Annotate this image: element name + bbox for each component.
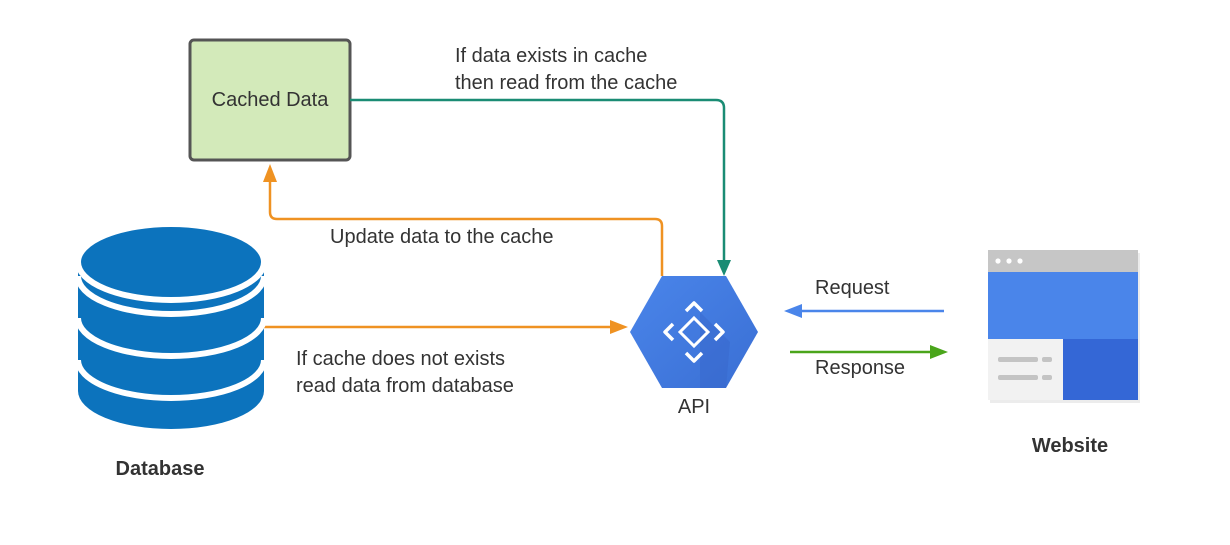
cache-to-api-label-1: If data exists in cache: [455, 45, 647, 67]
response-label: Response: [815, 357, 905, 379]
edge-api-to-cache: Update data to the cache: [263, 164, 664, 276]
website-label: Website: [1032, 435, 1108, 457]
cache-node: Cached Data: [188, 38, 352, 162]
website-icon: [988, 250, 1140, 403]
edge-db-to-api: If cache does not exists read data from …: [264, 320, 628, 397]
edge-request: Request: [784, 277, 944, 318]
cache-label: Cached Data: [212, 89, 330, 111]
api-to-cache-label: Update data to the cache: [330, 226, 554, 248]
api-node: [630, 276, 758, 388]
db-to-api-label-1: If cache does not exists: [296, 348, 505, 370]
arrowhead-icon: [930, 345, 948, 359]
database-label: Database: [116, 458, 205, 480]
db-to-api-label-2: read data from database: [296, 375, 514, 397]
edge-cache-to-api: If data exists in cache then read from t…: [350, 45, 731, 276]
edge-response: Response: [790, 345, 948, 379]
arrowhead-icon: [610, 320, 628, 334]
arrowhead-icon: [784, 304, 802, 318]
api-icon: [630, 276, 758, 388]
arrowhead-icon: [263, 164, 277, 182]
api-label: API: [678, 396, 710, 418]
arrowhead-icon: [717, 260, 731, 276]
request-label: Request: [815, 277, 890, 299]
cache-to-api-label-2: then read from the cache: [455, 72, 677, 94]
database-icon: [75, 221, 267, 429]
